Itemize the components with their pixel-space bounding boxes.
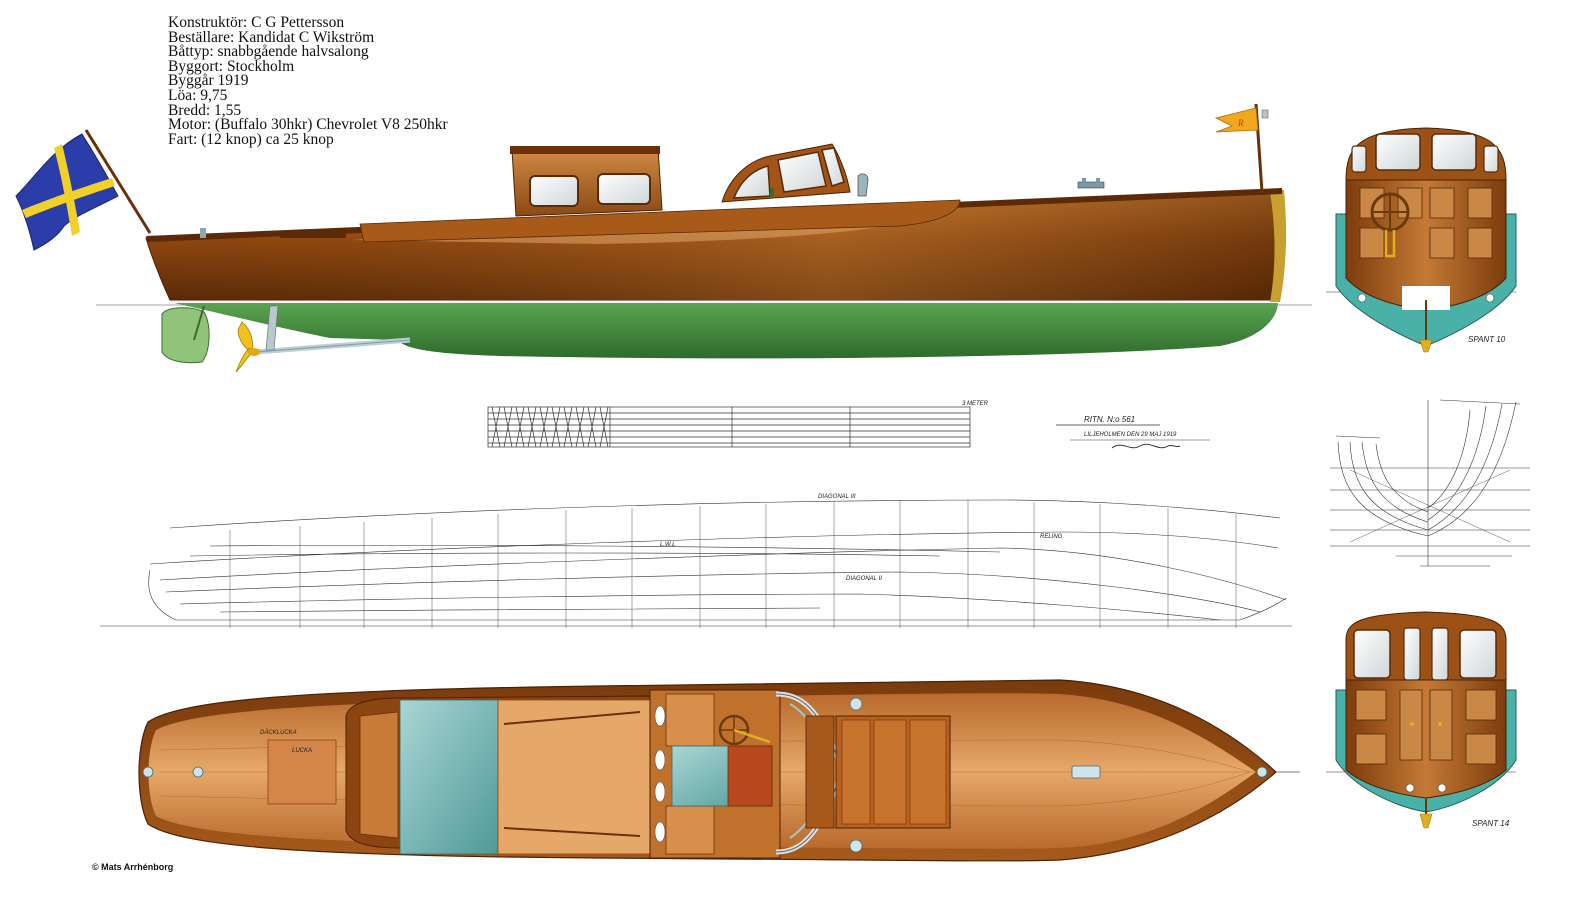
body-plan xyxy=(1330,399,1530,567)
forward-cabin xyxy=(280,146,663,238)
lines-plan xyxy=(100,499,1292,628)
drawing-number: RITN. N:o 561 xyxy=(1084,415,1135,424)
diagonal-iii-label: DIAGONAL III xyxy=(818,494,856,500)
propeller xyxy=(235,321,260,373)
drawing-date: LILJEHOLMEN DEN 29 MAJ 1919 xyxy=(1084,432,1177,438)
deck-plan: LUCKA DÄCKLUCKA xyxy=(138,679,1300,862)
antifouling-bottom xyxy=(170,302,1278,359)
spant-14-label: SPANT 14 xyxy=(1472,819,1510,828)
pennant-flag-icon: R xyxy=(1214,107,1259,133)
diagonal-ii-label: DIAGONAL II xyxy=(846,576,882,582)
reling-label: RELING xyxy=(1040,534,1063,540)
side-elevation: R xyxy=(15,103,1312,373)
section-view-spant-14: SPANT 14 xyxy=(1326,611,1517,829)
rudder xyxy=(161,305,210,364)
spec-konstruktor: Konstruktör: C G Pettersson xyxy=(168,14,345,31)
specification-block: Konstruktör: C G Pettersson Beställare: … xyxy=(168,14,448,148)
spec-byggort: Byggort: Stockholm xyxy=(168,57,295,75)
spec-byggar: Byggår 1919 xyxy=(168,72,249,90)
deck-hatch-label: DÄCKLUCKA xyxy=(260,729,297,736)
copyright-notice: © Mats Arrhénborg xyxy=(92,862,174,872)
signature xyxy=(1111,443,1181,449)
steering-wheel-icon xyxy=(1370,192,1410,258)
cockpit-windshield xyxy=(721,143,869,203)
svg-text:R: R xyxy=(1237,118,1244,128)
spec-battyp: Båttyp: snabbgående halvsalong xyxy=(168,43,369,61)
spec-motor: Motor: (Buffalo 30hkr) Chevrolet V8 250h… xyxy=(168,116,448,134)
swedish-flag-icon xyxy=(15,133,119,251)
cabin-floor xyxy=(399,699,499,855)
spec-bredd: Bredd: 1,55 xyxy=(168,101,242,119)
drawing-title-block: RITN. N:o 561 LILJEHOLMEN DEN 29 MAJ 191… xyxy=(1056,415,1210,449)
flagpole xyxy=(84,129,152,234)
spec-loa: Löa: 9,75 xyxy=(168,86,228,104)
spant-10-label: SPANT 10 xyxy=(1468,335,1506,344)
steering-wheel-icon xyxy=(718,714,771,746)
spec-bestallare: Beställare: Kandidat C Wikström xyxy=(168,28,375,46)
scale-bar xyxy=(487,406,971,448)
section-view-spant-10: SPANT 10 xyxy=(1326,127,1517,353)
aft-hatch-label: LUCKA xyxy=(292,748,312,754)
spec-fart: Fart: (12 knop) ca 25 knop xyxy=(168,130,334,148)
lwl-label: L.W.L xyxy=(660,542,675,548)
scale-bar-end-label: 3 METER xyxy=(962,401,989,407)
